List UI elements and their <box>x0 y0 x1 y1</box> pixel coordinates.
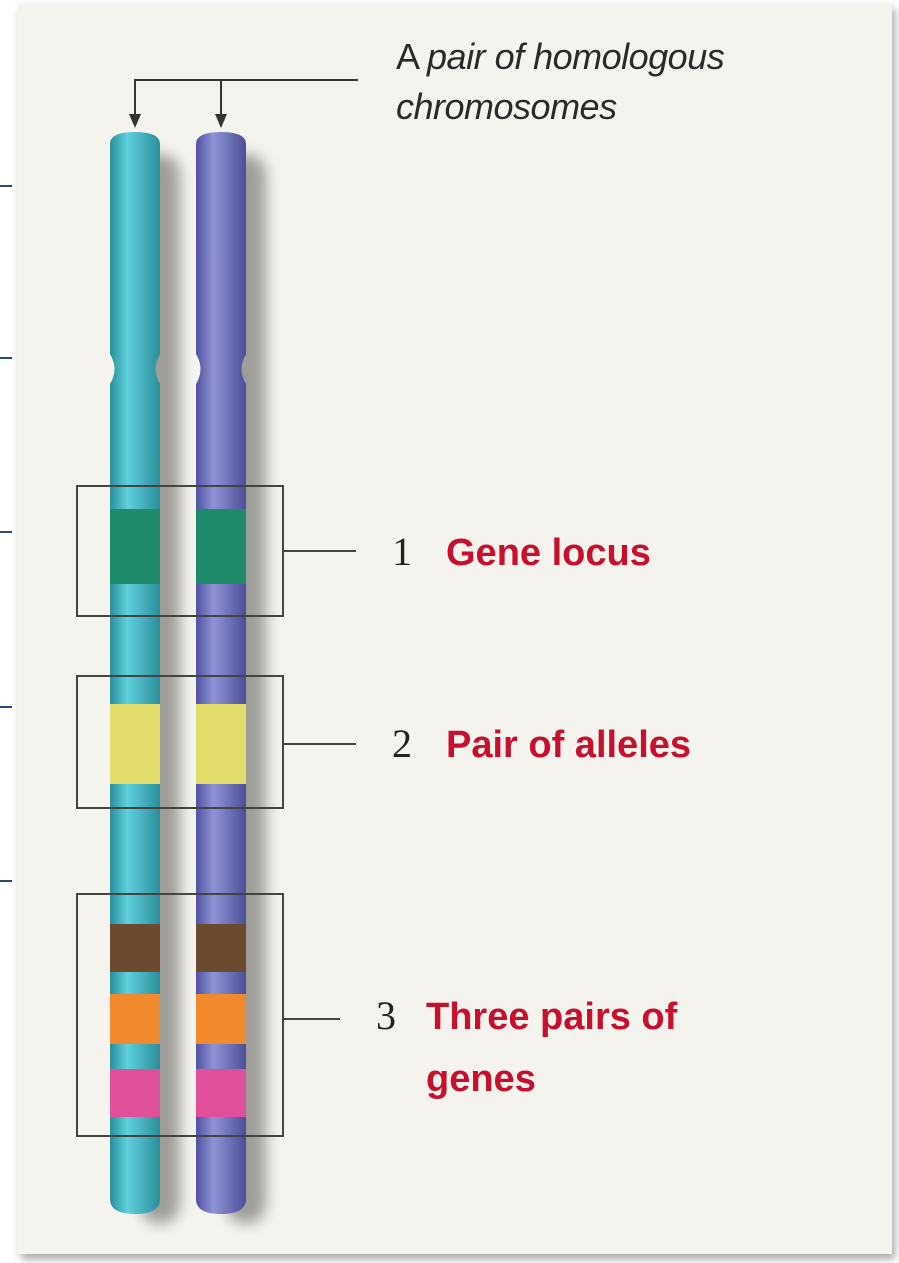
gene-band-orange <box>108 994 163 1044</box>
gene-locus-band <box>194 509 249 584</box>
arrow-down-icon <box>215 114 227 128</box>
gene-band-orange <box>194 994 249 1044</box>
homologous-label: A pair of homologous chromosomes <box>396 32 816 132</box>
label-line-2: chromosomes <box>396 86 617 127</box>
callout-number: 2 <box>392 720 412 767</box>
gene-band-pink <box>108 1069 163 1117</box>
allele-band <box>194 704 249 784</box>
arrow-down-icon <box>129 114 141 128</box>
gene-band-brown <box>108 924 163 972</box>
callout-gene-locus: 1 Gene locus <box>392 522 651 584</box>
callout-label: Pair of alleles <box>446 714 691 776</box>
label-prefix: A <box>396 36 427 77</box>
homologous-bracket <box>129 80 358 128</box>
gene-locus-band <box>108 509 163 584</box>
label-line-1: pair of homologous <box>427 36 724 77</box>
left-guide-line <box>0 880 12 882</box>
left-guide-line <box>0 185 12 187</box>
allele-band <box>108 704 163 784</box>
chromosome-left <box>108 132 163 1214</box>
left-guide-line <box>0 357 12 359</box>
chromosome-right <box>194 132 249 1214</box>
left-guide-line <box>0 706 12 708</box>
gene-band-brown <box>194 924 249 972</box>
gene-band-pink <box>194 1069 249 1117</box>
diagram-panel: A pair of homologous chromosomes 1 Gene … <box>18 4 892 1254</box>
callout-label: Gene locus <box>446 522 651 584</box>
callout-number: 3 <box>376 992 396 1039</box>
callout-three-pairs: 3 Three pairs of genes <box>376 986 746 1110</box>
left-guide-line <box>0 531 12 533</box>
callout-label: Three pairs of genes <box>426 986 746 1110</box>
callout-number: 1 <box>392 528 412 575</box>
callout-pair-of-alleles: 2 Pair of alleles <box>392 714 691 776</box>
